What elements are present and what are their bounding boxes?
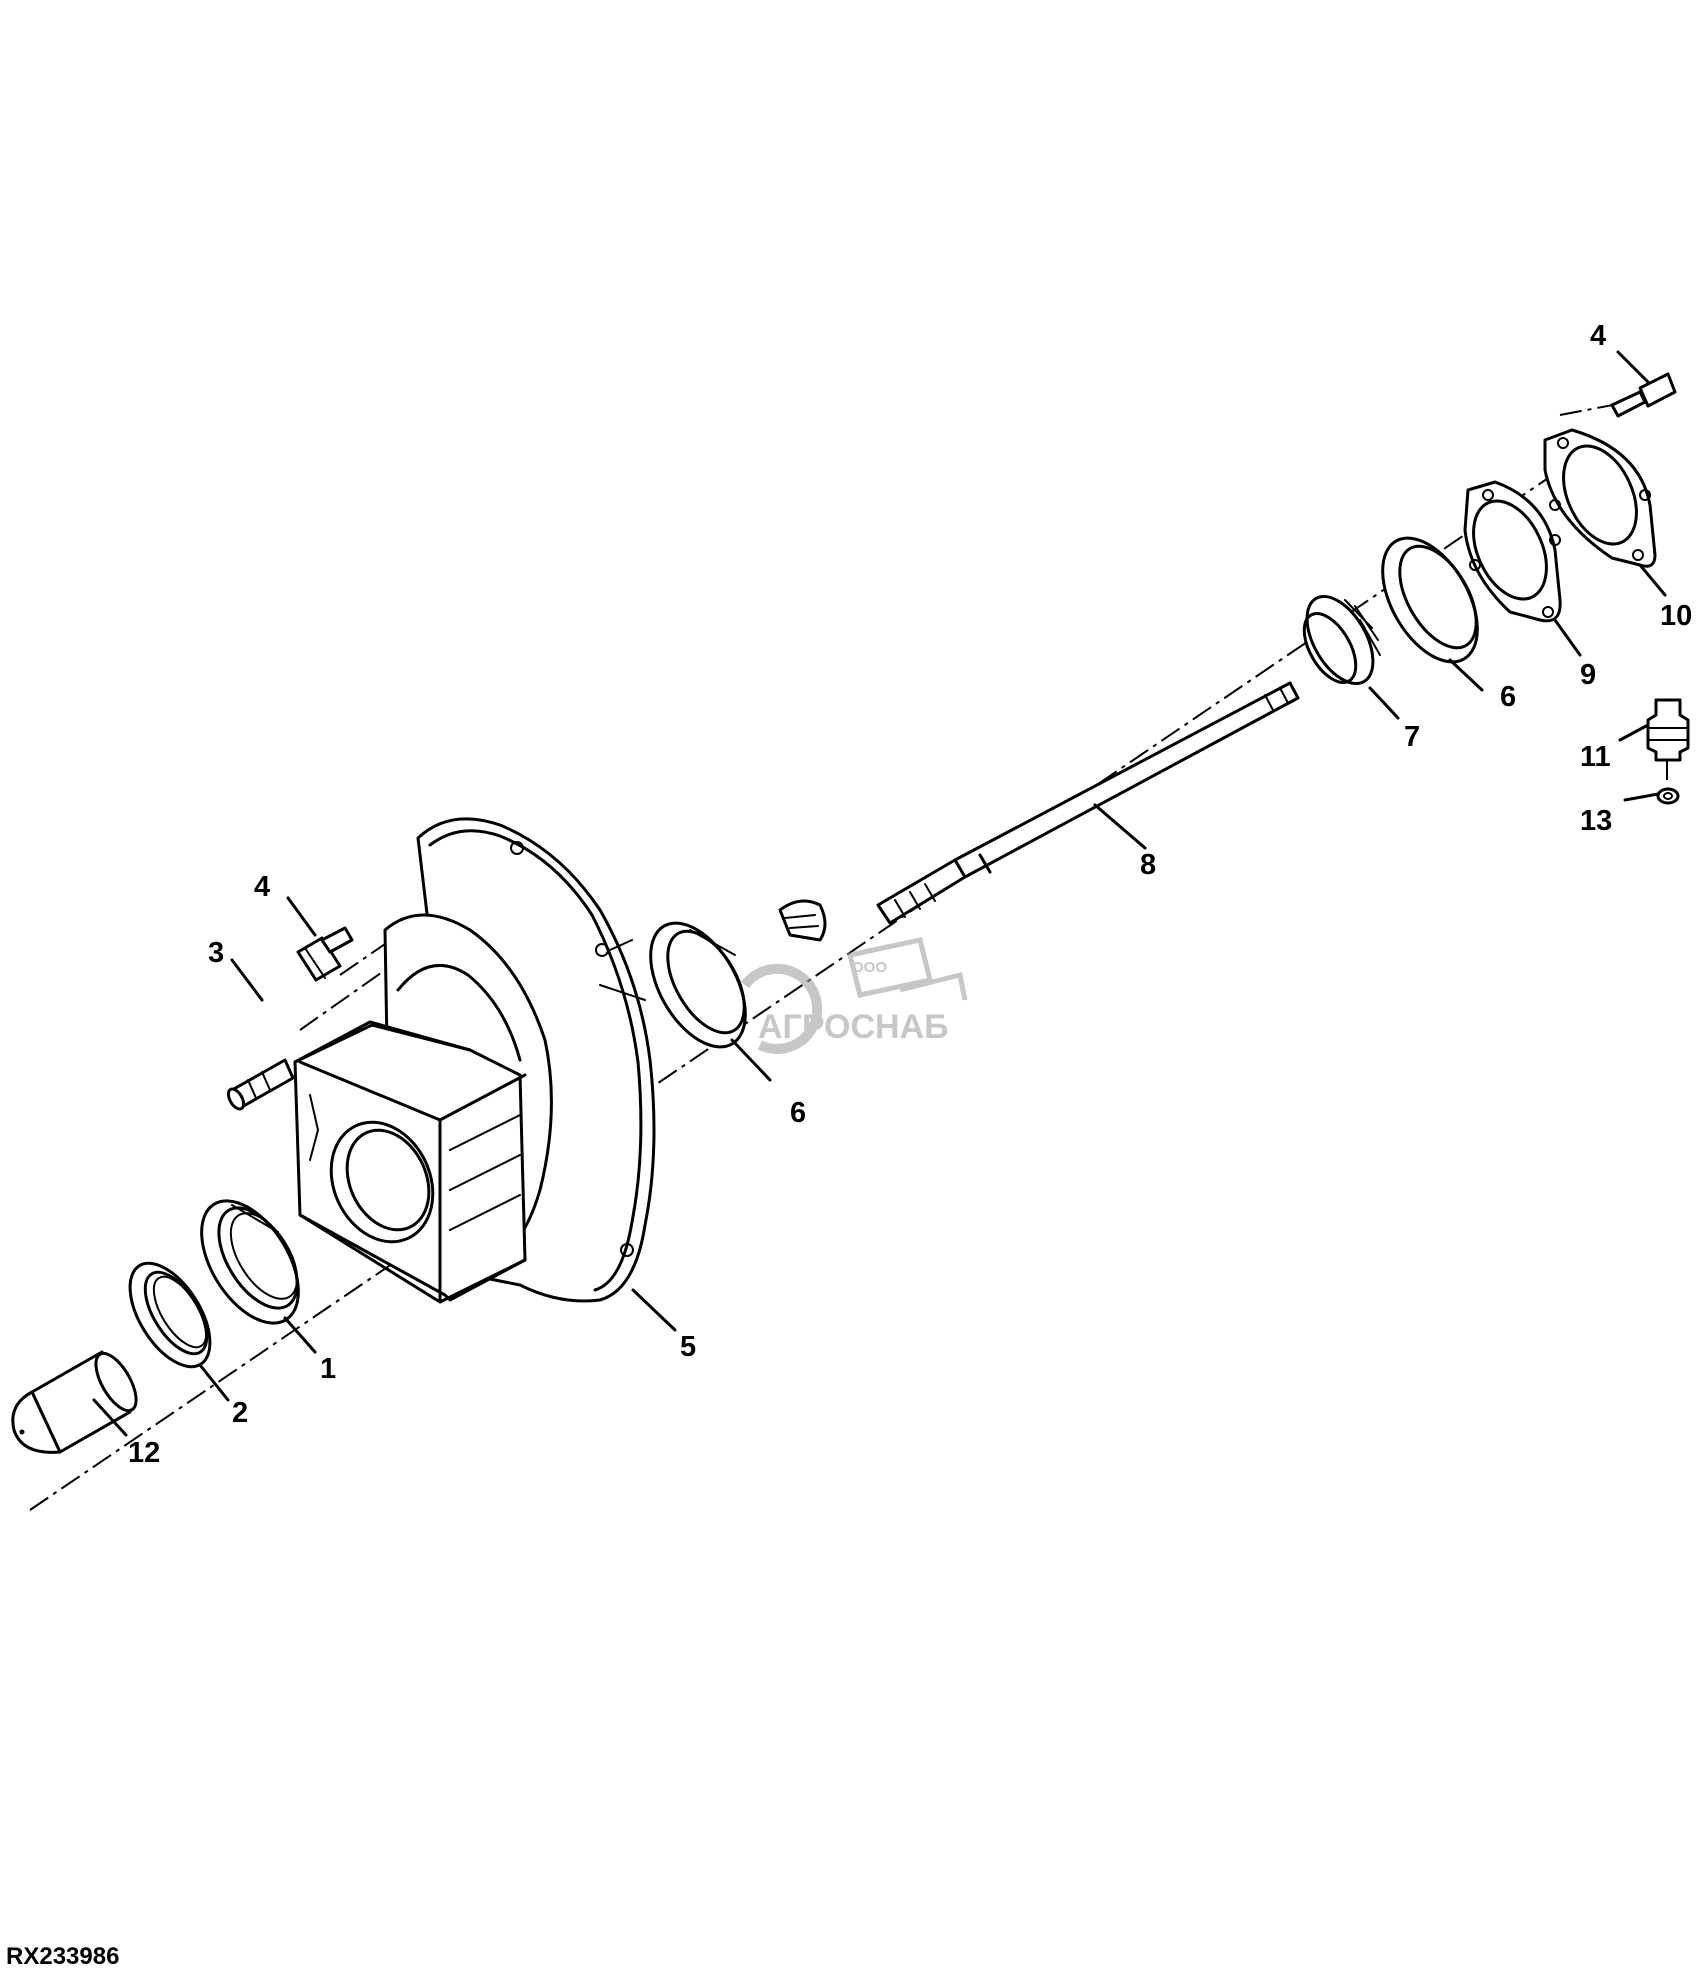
part-5-housing [293, 817, 656, 1304]
callout-1: 1 [320, 1353, 336, 1385]
callout-4-right: 4 [1590, 320, 1606, 352]
leader-lines [92, 350, 1667, 1437]
part-1-oil-seal [200, 1199, 300, 1325]
callout-7: 7 [1404, 721, 1420, 753]
callout-10: 10 [1660, 600, 1692, 632]
part-10-cover [1543, 428, 1657, 568]
part-11-fitting [1646, 698, 1690, 762]
part-9-shim [1463, 480, 1562, 623]
callout-6-middle: 6 [790, 1097, 806, 1129]
part-4-bolt-left [296, 926, 354, 982]
part-12-plug [11, 1350, 138, 1454]
part-6-bearing-cup-middle [649, 921, 747, 1049]
part-4-bolt-right [1610, 372, 1677, 418]
part-7-bearing-cone [1302, 594, 1381, 686]
watermark-brand-text: АГРОСНАБ [758, 1008, 949, 1046]
callout-3: 3 [208, 937, 224, 969]
callout-8: 8 [1140, 849, 1156, 881]
part-bearing-cone-partial [778, 899, 827, 942]
callout-4-left: 4 [254, 871, 270, 903]
part-13-washer [1656, 787, 1680, 805]
part-6-bearing-cup-right [1381, 536, 1479, 664]
callout-13: 13 [1580, 805, 1612, 837]
part-3-stud [226, 1058, 295, 1111]
callout-12: 12 [128, 1437, 160, 1469]
callout-11: 11 [1580, 741, 1611, 773]
callout-5: 5 [680, 1331, 696, 1363]
callout-2: 2 [232, 1397, 248, 1429]
callout-6-right: 6 [1500, 681, 1516, 713]
figure-id: RX233986 [6, 1943, 119, 1970]
watermark-logo: ООО АГРОСНАБ [740, 937, 968, 1054]
watermark-small-text: ООО [852, 959, 887, 976]
part-8-shaft [876, 681, 1300, 925]
callout-9: 9 [1580, 659, 1596, 691]
callout-labels: 4 10 9 6 7 11 13 8 4 3 6 5 1 2 12 [128, 320, 1692, 1469]
